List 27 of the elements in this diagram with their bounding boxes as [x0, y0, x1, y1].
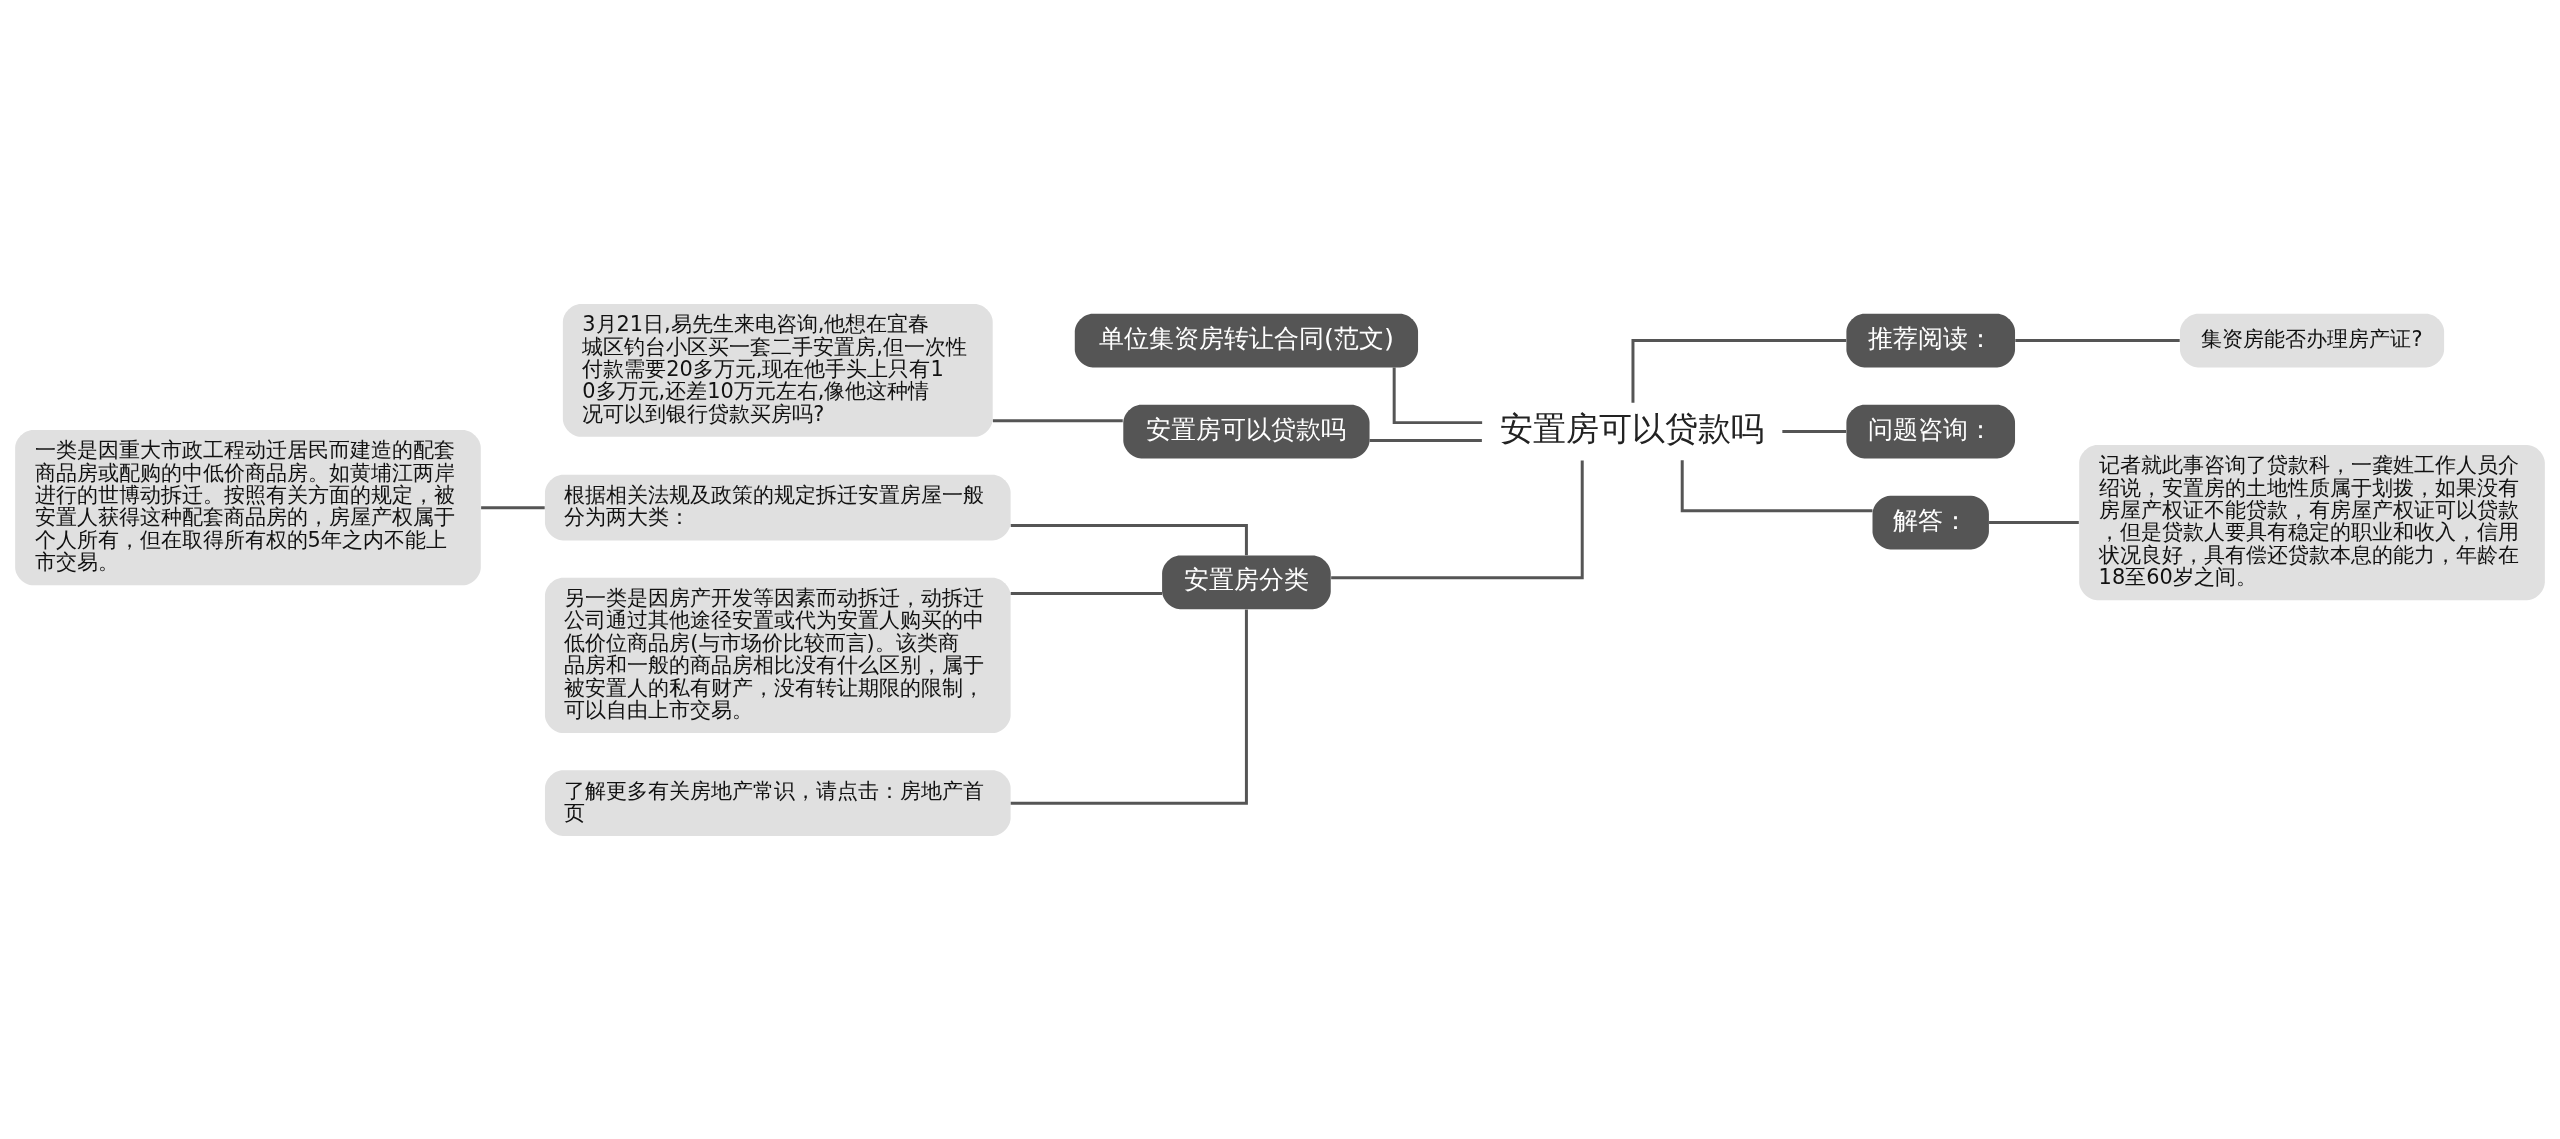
node-box: 问题咨询： [1846, 404, 2016, 458]
connector [1010, 523, 1248, 555]
node-text: 安置房可以贷款吗 [1500, 409, 1765, 448]
node-box: 推荐阅读： [1846, 313, 2016, 367]
node-box: 单位集资房转让合同(范文) [1074, 313, 1419, 367]
connector [1331, 459, 1584, 579]
connector [1631, 338, 1847, 403]
connector [1392, 366, 1483, 424]
connector [1010, 608, 1248, 805]
connector [1010, 591, 1163, 595]
node-box: 3月21日,易先生来电咨询,他想在宜春城区钓台小区买一套二手安置房,但一次性付款需要20多万元,现在他手头上只有10多万元,还差10万元左右,像他这种情况可以到银行贷款买房吗? [562, 303, 993, 437]
connector [1989, 520, 2079, 524]
connector [481, 505, 545, 509]
node-box: 记者就此事咨询了贷款科，一龚姓工作人员介绍说，安置房的土地性质属于划拨，如果没有房屋产权证不能贷款，有房屋产权证可以贷款，但是贷款人要具有稳定的职业和收入，信用状况良好，具有偿还贷款本息的能力，年龄在18至60岁之间。 [2079, 444, 2545, 600]
connector [1680, 459, 1873, 512]
node-box: 另一类是因房产开发等因素而动拆迁，动拆迁公司通过其他途径安置或代为安置人购买的中低价位商品房(与市场价比较而言)。该类商品房和一般的商品房相比没有什么区别，属于被安置人的私有财产，没有转让期限的限制，可以自由上市交易。 [544, 577, 1011, 733]
connector [2015, 338, 2180, 342]
node-box: 安置房可以贷款吗 [1123, 404, 1370, 458]
node-box: 解答： [1872, 495, 1989, 549]
node-box: 了解更多有关房地产常识，请点击：房地产首页 [544, 769, 1011, 836]
node-box: 安置房分类 [1162, 554, 1331, 609]
node-box: 根据相关法规及政策的规定拆迁安置房屋一般分为两大类： [544, 474, 1011, 540]
node-box: 集资房能否办理房产证? [2179, 313, 2445, 367]
node-box: 一类是因重大市政工程动迁居民而建造的配套商品房或配购的中低价商品房。如黄埔江两岸进行的世博动拆迁。按照有关方面的规定，被安置人获得这种配套商品房的，房屋产权属于个人所有，但在取得所有权的5年之内不能上市交易。 [15, 429, 481, 585]
connector [992, 418, 1123, 422]
connector [1782, 429, 1847, 433]
connector [1369, 438, 1482, 442]
